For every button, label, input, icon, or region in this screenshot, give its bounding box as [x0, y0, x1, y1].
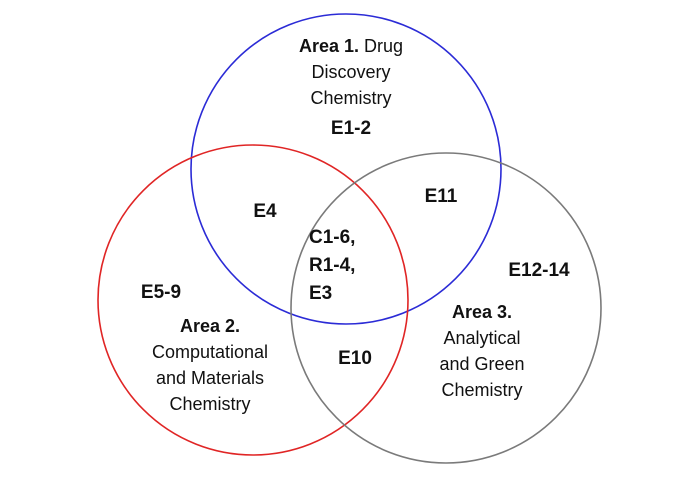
area-3-line-2: Analytical	[443, 328, 521, 348]
area-3-label: Area 3. Analytical and Green Chemistry	[412, 299, 552, 403]
area-3-line-3: and Green	[439, 354, 525, 374]
area-2-code: E5-9	[140, 282, 182, 303]
area-1-circle	[190, 13, 502, 325]
center-codes: C1-6, R1-4, E3	[309, 224, 389, 308]
area-2-line-3: and Materials	[155, 368, 265, 388]
center-code-1: C1-6,	[309, 227, 356, 248]
area-1-title: Area 1.	[298, 36, 360, 56]
area-1-code: E1-2	[330, 118, 372, 139]
area-2-circle	[97, 144, 409, 456]
overlap-area1-area2-code: E4	[253, 201, 277, 222]
center-code-2: R1-4,	[309, 255, 356, 276]
area-2-line-2: Computational	[151, 342, 269, 362]
area-1-title-rest: Drug	[359, 36, 404, 56]
area-3-circle	[290, 152, 602, 464]
area-2-title: Area 2.	[179, 316, 241, 336]
area-3-code: E12-14	[508, 260, 570, 281]
area-1-title-line: Area 1. Drug	[286, 33, 416, 59]
overlap-area2-area3-code: E10	[338, 348, 372, 369]
area-1-label: Area 1. Drug Discovery Chemistry	[286, 33, 416, 111]
area-3-line-4: Chemistry	[441, 380, 523, 400]
area-1-line-2: Discovery	[311, 62, 391, 82]
center-code-3: E3	[309, 283, 333, 304]
area-2-line-4: Chemistry	[169, 394, 251, 414]
overlap-area1-area3-code: E11	[424, 186, 458, 207]
area-2-label: Area 2. Computational and Materials Chem…	[130, 313, 290, 417]
area-3-title: Area 3.	[451, 302, 513, 322]
area-1-line-3: Chemistry	[310, 88, 392, 108]
